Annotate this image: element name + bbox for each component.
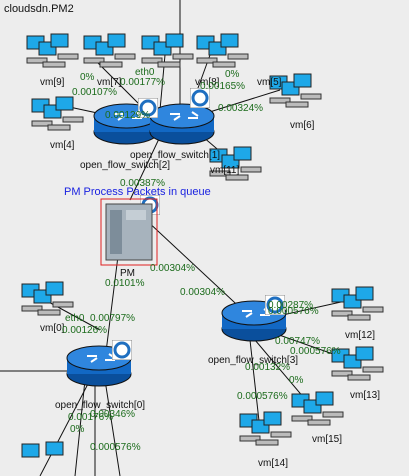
- link-label: 0.00387%: [120, 178, 166, 189]
- link-label: 0.00107%: [72, 87, 118, 98]
- vm-11-label: vm[11]: [210, 165, 240, 176]
- vm-4-label: vm[4]: [50, 140, 75, 151]
- vm-13-label: vm[13]: [350, 390, 381, 401]
- vm-extra-icon[interactable]: [20, 440, 80, 476]
- link-label: 0.00126%: [62, 325, 108, 336]
- vm-8-icon[interactable]: [140, 32, 200, 72]
- vm-0-icon[interactable]: [20, 280, 80, 320]
- link-label: 0.00324%: [218, 103, 264, 114]
- link-label: eth0: [65, 313, 85, 324]
- vm-6-label: vm[6]: [290, 120, 315, 131]
- vm-9-icon[interactable]: [25, 32, 85, 72]
- vm-7-label: vm[7]: [97, 77, 122, 88]
- link-label: 0.000576%: [237, 391, 288, 402]
- vm-4-icon[interactable]: [30, 95, 90, 135]
- link-label: 0.00176%: [68, 412, 114, 423]
- link-label: 0.00132%: [245, 362, 291, 373]
- link-label: 0.00129%: [105, 110, 151, 121]
- link-label: 0%: [225, 69, 240, 80]
- pm-status-text: PM Process Packets in queue: [64, 186, 211, 198]
- vm-12-icon[interactable]: [330, 285, 390, 325]
- vm-9-label: vm[9]: [40, 77, 65, 88]
- link-label: 0.00346%: [90, 409, 136, 420]
- link-label: 0.000576%: [290, 346, 341, 357]
- vm-15-icon[interactable]: [290, 390, 350, 430]
- link-label: 0.000576%: [268, 306, 319, 317]
- vm-11-icon[interactable]: [208, 145, 268, 185]
- module-title: cloudsdn.PM2: [4, 3, 74, 15]
- link-label: 0%: [70, 424, 85, 435]
- link-label: 0.00797%: [90, 313, 136, 324]
- process-gear-icon: [265, 295, 285, 315]
- link-label: 0.00304%: [180, 287, 226, 298]
- vm-7-icon[interactable]: [82, 32, 142, 72]
- vm-5-icon[interactable]: [195, 32, 255, 72]
- pm-server-icon[interactable]: [100, 198, 158, 266]
- link-label: 0.00747%: [275, 336, 321, 347]
- link-label: 0.00304%: [150, 263, 196, 274]
- vm-6-icon[interactable]: [268, 72, 328, 112]
- process-gear-icon: [112, 340, 132, 360]
- link-label: 0%: [80, 72, 95, 83]
- link-label: 0.0101%: [105, 278, 145, 289]
- process-gear-icon: [190, 88, 210, 108]
- link-label: eth0: [135, 67, 155, 78]
- switch-0-label: open_flow_switch[0]: [55, 400, 146, 411]
- pm-label: PM: [120, 268, 135, 279]
- switch-3-label: open_flow_switch[3]: [208, 355, 299, 366]
- vm-14-label: vm[14]: [258, 458, 289, 469]
- switch-2-label: open_flow_switch[2]: [80, 160, 171, 171]
- switch-1-label: open_flow_switch[1]: [130, 150, 221, 161]
- vm-14-icon[interactable]: [238, 410, 298, 450]
- link-label: 0%: [289, 375, 304, 386]
- vm-5-label: vm[5]: [257, 77, 282, 88]
- vm-0-label: vm[0]: [40, 323, 65, 334]
- vm-13-icon[interactable]: [330, 345, 390, 385]
- link-label: 0.00287%: [268, 300, 314, 311]
- vm-15-label: vm[15]: [312, 434, 343, 445]
- vm-8-label: vm[8]: [195, 77, 220, 88]
- link-label: 0.00177%: [120, 77, 166, 88]
- process-gear-icon: [138, 98, 158, 118]
- vm-12-label: vm[12]: [345, 330, 376, 341]
- link-label: 0.00165%: [200, 81, 246, 92]
- link-label: 0.000576%: [90, 442, 141, 453]
- switch-1-icon[interactable]: [148, 98, 218, 148]
